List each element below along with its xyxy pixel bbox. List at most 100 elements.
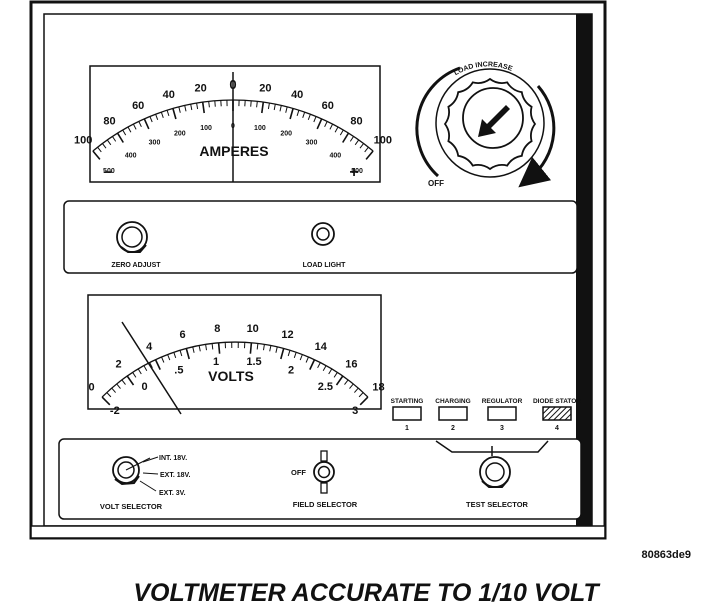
housing-base: [30, 525, 606, 539]
ammeter-tick: [172, 108, 177, 120]
volt-selector-knob[interactable]: [112, 456, 151, 486]
volt-option-tick: [142, 472, 159, 475]
regulator-light: [487, 406, 517, 421]
figure-caption: VOLTMETER ACCURATE TO 1/10 VOLT: [133, 579, 601, 607]
ammeter-tick: [122, 129, 127, 136]
test-selector-label: TEST SELECTOR: [466, 500, 529, 509]
ammeter-tick: [313, 116, 317, 123]
voltmeter-tick: [185, 348, 190, 360]
voltmeter-tick: [322, 365, 327, 372]
ammeter-tick: [190, 104, 193, 111]
zero-adjust-knob[interactable]: [116, 221, 148, 253]
ammeter-inner-tick-label: 200: [280, 131, 292, 138]
ammeter-tick: [273, 104, 276, 111]
test-light-number: 3: [500, 425, 504, 432]
ammeter-tick: [127, 126, 132, 133]
load-light-lens: [316, 227, 330, 241]
ammeter-tick: [97, 146, 102, 153]
voltmeter-tick: [358, 392, 364, 398]
test-light-number: 2: [451, 425, 455, 432]
ammeter-inner-tick-label: 400: [329, 152, 341, 159]
zero-adjust-knob-shadow: [120, 244, 147, 253]
test-light-label: DIODE STATOR: [533, 398, 581, 405]
voltmeter-tick: [154, 359, 161, 370]
ammeter-tick: [196, 103, 199, 110]
field-selector-lever-top: [320, 450, 328, 462]
zero-adjust-label: ZERO ADJUST: [111, 262, 161, 269]
ammeter-tick: [155, 114, 159, 120]
ammeter-outer-tick-label: 80: [350, 115, 362, 127]
field-selector-off-label: OFF: [291, 468, 306, 477]
volt-selector-label: VOLT SELECTOR: [100, 502, 163, 511]
voltmeter-outer-tick-label: 18: [372, 382, 384, 394]
test-selector-knob[interactable]: [479, 456, 511, 488]
zero-adjust-knob-cap: [121, 226, 143, 248]
ammeter-tick: [106, 139, 112, 146]
ammeter-outer-tick-label: 20: [194, 82, 206, 94]
test-selector-knob-cap: [485, 462, 505, 482]
voltmeter-inner-tick-label: 2.5: [318, 381, 333, 393]
voltmeter-tick: [317, 362, 321, 369]
load-dial-arc-left: [415, 66, 461, 178]
ammeter-tick: [160, 111, 164, 118]
ammeter-inner-tick-label: 300: [306, 140, 318, 147]
ammeter-inner-tick-label: 100: [254, 125, 266, 132]
voltmeter-face: [87, 294, 382, 410]
ammeter-tick: [138, 121, 142, 128]
ammeter-tick: [342, 132, 350, 143]
volt-option-label: EXT. 18V.: [160, 472, 191, 479]
volt-option-label: EXT. 3V.: [159, 490, 186, 497]
test-light-number: 4: [555, 425, 559, 432]
voltmeter-inner-tick-label: 0: [142, 381, 148, 393]
volt-option-tick: [142, 456, 159, 463]
voltmeter-tick: [167, 354, 171, 361]
voltmeter-tick: [335, 375, 344, 386]
voltmeter-tick: [179, 350, 183, 357]
voltmeter-outer-tick-label: 16: [345, 359, 357, 371]
field-selector-knob[interactable]: [313, 450, 335, 494]
voltmeter-tick: [287, 350, 291, 357]
ammeter-outer-tick-label: 40: [291, 89, 303, 101]
voltmeter-inner-tick-label: -2: [110, 405, 120, 417]
knob-pointer-arrow-icon: [478, 105, 510, 137]
voltmeter-tick: [293, 352, 297, 359]
load-knob-off-label: OFF: [428, 179, 444, 188]
voltmeter-tick: [328, 368, 333, 375]
voltmeter-unit-label: VOLTS: [208, 368, 254, 384]
voltmeter-tick: [132, 372, 137, 378]
voltmeter-outer-tick-label: 4: [146, 341, 153, 353]
ammeter-tick: [184, 105, 187, 112]
voltmeter-tick: [349, 383, 354, 389]
ammeter-tick: [166, 110, 170, 117]
volt-selector-pointer: [125, 457, 151, 471]
voltmeter-outer-tick-label: 14: [315, 341, 328, 353]
ammeter-tick: [365, 150, 374, 160]
voltmeter-outer-tick-label: 0: [88, 382, 94, 394]
voltmeter-tick: [116, 383, 121, 389]
load-increase-knob[interactable]: [435, 68, 545, 178]
ammeter-tick: [116, 132, 124, 143]
voltmeter-tick: [111, 387, 116, 393]
ammeter-tick: [279, 105, 282, 112]
ammeter-tick: [359, 143, 365, 149]
test-lights: STARTING 1 CHARGING 2 REGULATOR 3 DIODE …: [391, 398, 582, 432]
voltmeter-tick: [126, 375, 135, 386]
ammeter-tick: [143, 118, 150, 130]
load-increase-arrow-icon: [518, 85, 556, 188]
load-light-label: LOAD LIGHT: [303, 262, 346, 269]
ammeter-outer-tick-label: 80: [103, 115, 115, 127]
voltmeter-needle: [121, 321, 182, 415]
ammeter-tick: [307, 114, 311, 120]
voltmeter-tick: [192, 346, 195, 353]
ammeter-tick: [92, 150, 101, 160]
ammeter-tick: [250, 100, 252, 107]
ammeter-inner-tick-label: 500: [103, 168, 115, 175]
ammeter-tick: [354, 139, 360, 146]
ammeter-tick: [102, 143, 107, 149]
ammeter-tick: [201, 101, 205, 114]
ammeter-tick: [364, 146, 369, 153]
ammeter-outer-tick-label: 100: [74, 135, 92, 147]
voltmeter-tick: [198, 345, 201, 352]
